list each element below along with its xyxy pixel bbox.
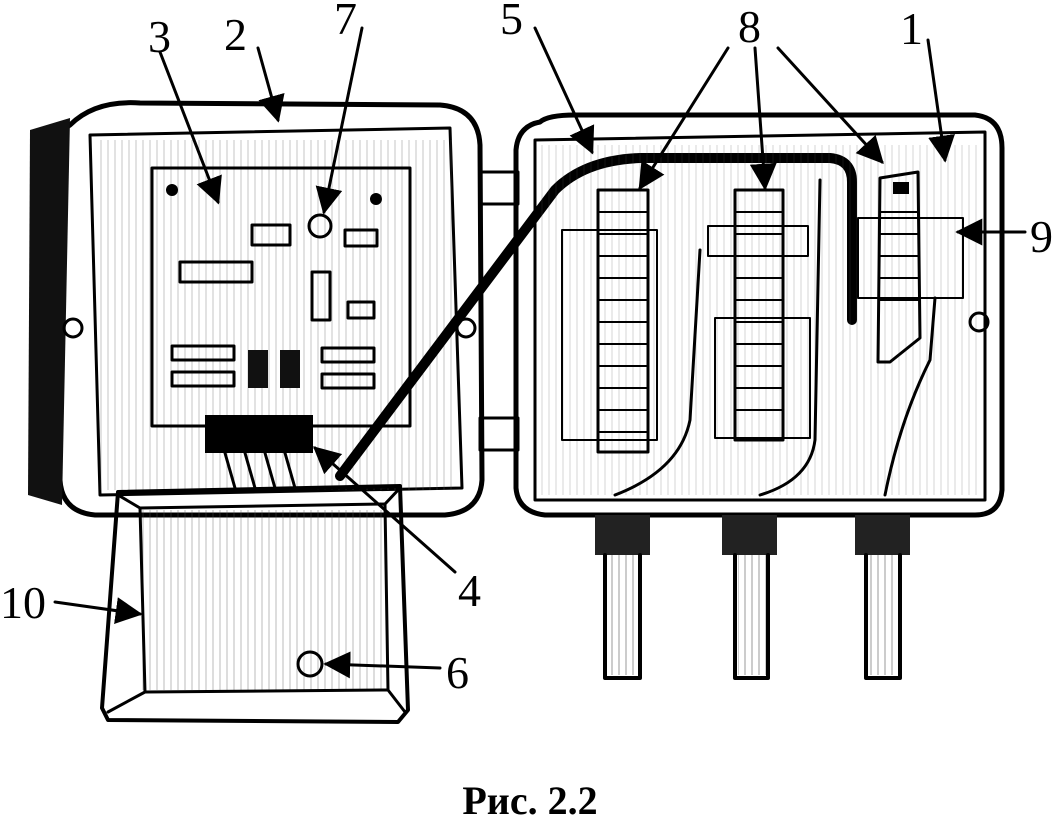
terminal-strip-middle	[707, 188, 811, 442]
label-10: 10	[0, 577, 46, 628]
label-7: 7	[334, 0, 357, 44]
terminal-strip-right	[857, 170, 964, 364]
front-cover	[100, 484, 410, 724]
hinges	[478, 170, 520, 452]
label-1: 1	[900, 3, 923, 54]
connector-block	[205, 415, 313, 490]
leader-lines	[53, 26, 1027, 679]
label-2: 2	[224, 9, 247, 60]
led-component	[307, 213, 333, 239]
indicator-window	[296, 650, 324, 678]
cable-glands	[595, 515, 910, 680]
label-4: 4	[458, 565, 481, 616]
label-9: 9	[1030, 211, 1053, 262]
label-3: 3	[148, 11, 171, 62]
terminal-strip-left	[561, 188, 658, 454]
lid-housing	[28, 100, 485, 518]
base-housing	[513, 112, 1005, 518]
label-6: 6	[446, 647, 469, 698]
figure-caption: Рис. 2.2	[462, 778, 597, 821]
label-8: 8	[738, 1, 761, 52]
label-5: 5	[500, 0, 523, 44]
